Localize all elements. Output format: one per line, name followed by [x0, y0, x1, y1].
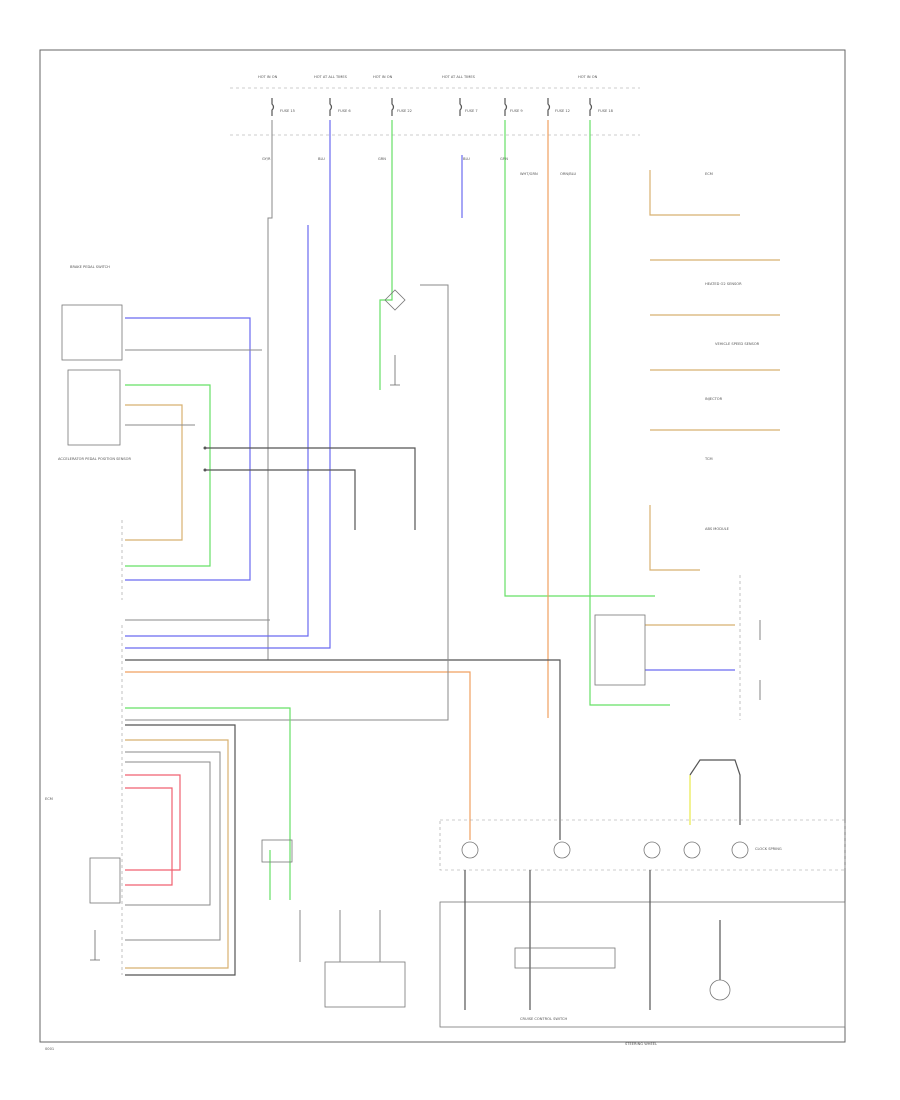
connector-label-3: VEHICLE SPEED SENSOR	[715, 342, 760, 346]
brake-pedal-switch-label: BRAKE PEDAL SWITCH	[70, 265, 110, 269]
app-sensor-label: ACCELERATOR PEDAL POSITION SENSOR	[58, 457, 131, 461]
fuse-hot-label-4: HOT AT ALL TIMES	[442, 75, 476, 79]
wire-label-3: GRN	[378, 157, 386, 161]
wire-label-5: GRN	[500, 157, 508, 161]
fuse-name-1: FUSE 15	[280, 109, 295, 113]
wire-label-2: BLU	[318, 157, 325, 161]
bottom-components: CLOCK SPRING CRUISE CONTROL SWITCH STEER…	[439, 759, 846, 1046]
fuse-name-5: FUSE 9	[510, 109, 523, 113]
fuse-panel: HOT IN ON HOT AT ALL TIMES HOT IN ON HOT…	[230, 75, 640, 176]
wire-label-1: GY/R	[262, 157, 271, 161]
main-wires	[125, 120, 670, 840]
steering-wheel-label: STEERING WHEEL	[625, 1042, 657, 1046]
wire-label-7: ORN/BLU	[560, 172, 577, 176]
connector-label-2: HEATED O2 SENSOR	[705, 282, 742, 286]
right-connectors: ECM HEATED O2 SENSOR VEHICLE SPEED SENSO…	[594, 170, 780, 720]
wire-green	[379, 120, 393, 390]
wire-label-4: BLU	[463, 157, 470, 161]
fuse-hot-label-5: HOT IN ON	[578, 75, 598, 79]
diagram-frame	[39, 49, 846, 1043]
connector-label-4: INJECTOR	[705, 397, 723, 401]
fuse-hot-label-3: HOT IN ON	[373, 75, 393, 79]
fuse-hot-label-1: HOT IN ON	[258, 75, 278, 79]
ecm-label: ECM	[45, 797, 53, 801]
connector-label-5: TCM	[704, 457, 713, 461]
wire-label-6: WHT/GRN	[520, 172, 538, 176]
connector-label-6: ABS MODULE	[705, 527, 730, 531]
fuse-name-6: FUSE 12	[555, 109, 570, 113]
left-components: BRAKE PEDAL SWITCH ACCELERATOR PEDAL POS…	[45, 265, 293, 976]
fuse-hot-label-2: HOT AT ALL TIMES	[314, 75, 348, 79]
fuse-name-2: FUSE 6	[338, 109, 351, 113]
fuse-name-4: FUSE 7	[465, 109, 478, 113]
corner-code: 0001	[45, 1047, 54, 1051]
connector-label-1: ECM	[705, 172, 713, 176]
fuse-name-3: FUSE 22	[397, 109, 412, 113]
wire-blue	[125, 120, 331, 649]
cruise-switch-label: CRUISE CONTROL SWITCH	[520, 1017, 567, 1021]
clock-spring-label: CLOCK SPRING	[755, 847, 782, 851]
fuse-name-7: FUSE 18	[598, 109, 614, 113]
center-components	[203, 289, 416, 1008]
